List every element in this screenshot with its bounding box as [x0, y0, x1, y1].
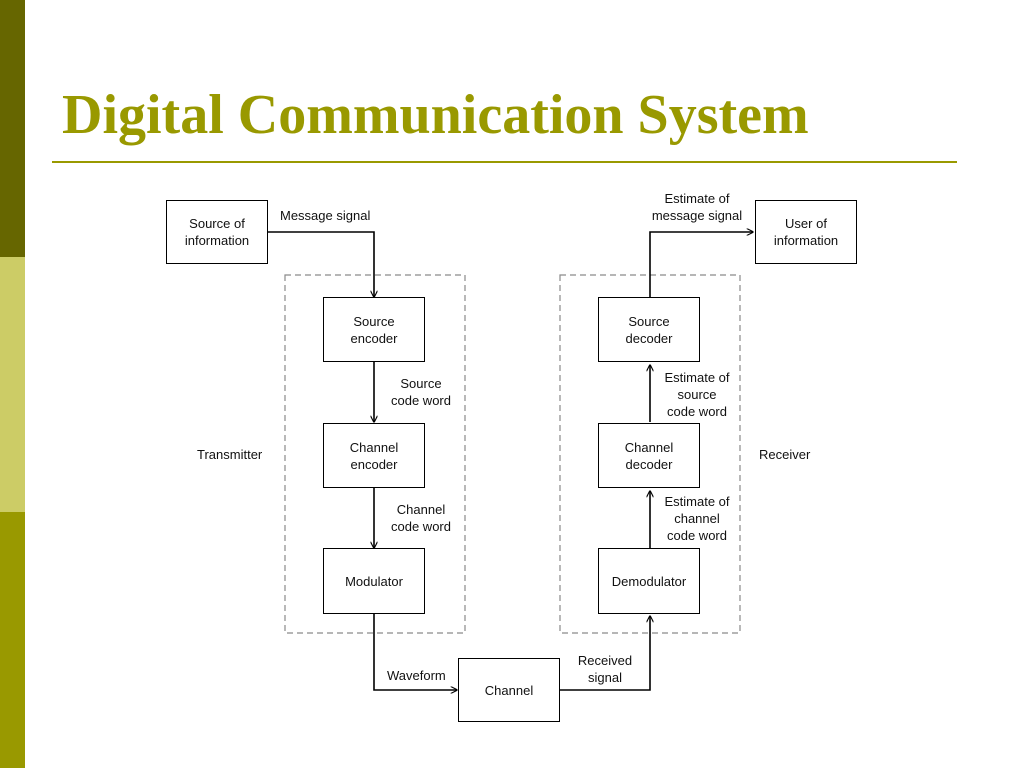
block-source-of-information: Source of information: [166, 200, 268, 264]
sidebar-stripe-middle: [0, 257, 25, 512]
label-estimate-channel-code-word: Estimate of channel code word: [664, 494, 730, 543]
label-channel-code-word: Channel code word: [391, 502, 451, 534]
block-channel-encoder: Channel encoder: [323, 423, 425, 488]
message-signal-arrow: [268, 231, 374, 297]
received-signal-arrow: [560, 616, 650, 691]
label-message-signal: Message signal: [280, 208, 371, 223]
block-demodulator: Demodulator: [598, 548, 700, 614]
label-transmitter: Transmitter: [197, 447, 263, 462]
label-estimate-message-signal: Estimate of message signal: [651, 191, 743, 223]
label-estimate-source-code-word: Estimate of source code word: [664, 370, 730, 419]
slide-title: Digital Communication System: [62, 84, 809, 146]
block-user-of-information: User of information: [755, 200, 857, 264]
block-source-decoder: Source decoder: [598, 297, 700, 362]
waveform-arrow: [373, 614, 457, 690]
label-receiver: Receiver: [759, 447, 811, 462]
block-channel: Channel: [458, 658, 560, 722]
sidebar-stripe-bottom: [0, 512, 25, 768]
block-channel-decoder: Channel decoder: [598, 423, 700, 488]
sidebar-stripe-top: [0, 0, 25, 257]
block-source-encoder: Source encoder: [323, 297, 425, 362]
block-modulator: Modulator: [323, 548, 425, 614]
estimate-message-signal-arrow: [649, 232, 753, 297]
title-underline: [52, 161, 957, 163]
label-source-code-word: Source code word: [391, 376, 451, 408]
label-waveform: Waveform: [387, 668, 446, 683]
transmitter-group-box: [284, 274, 466, 634]
label-received-signal: Received signal: [577, 653, 633, 685]
